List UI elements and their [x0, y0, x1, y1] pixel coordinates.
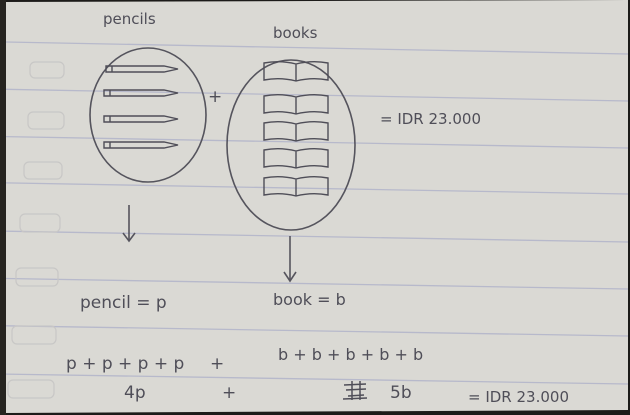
- notebook-page: [3, 0, 628, 413]
- five-b: 5b: [390, 383, 412, 403]
- book-definition: book = b: [273, 290, 346, 309]
- pencils-group: [103, 65, 179, 149]
- book-drawing: [263, 94, 329, 115]
- rule-line: [5, 230, 629, 243]
- pencil-definition: pencil = p: [80, 293, 167, 313]
- total-label-top: = IDR 23.000: [380, 110, 481, 128]
- arrow-down-books: [283, 236, 297, 283]
- pencil-drawing: [103, 141, 179, 149]
- rule-line: [5, 277, 629, 290]
- rule-line: [5, 41, 629, 55]
- rule-line: [5, 325, 629, 337]
- books-oval: [226, 59, 356, 231]
- book-drawing: [263, 121, 329, 142]
- pencils-sum: p + p + p + p: [66, 354, 184, 374]
- arrow-down-pencils: [122, 205, 136, 243]
- plus-sign-top: +: [208, 87, 222, 107]
- pencil-drawing: [103, 89, 179, 97]
- plus-sign-1: +: [210, 354, 224, 374]
- book-drawing: [263, 148, 329, 169]
- total-label-bottom: = IDR 23.000: [468, 388, 569, 406]
- pencil-drawing: [105, 65, 179, 73]
- pencil-drawing: [103, 115, 179, 123]
- rule-line: [5, 182, 629, 195]
- book-drawing: [263, 176, 329, 197]
- pencils-label: pencils: [103, 10, 156, 28]
- plus-sign-2: +: [222, 383, 236, 403]
- books-group: [263, 61, 329, 197]
- margin-boxes: [7, 61, 65, 399]
- books-sum: b + b + b + b + b: [278, 345, 423, 364]
- books-label: books: [273, 24, 318, 42]
- pencils-oval: [89, 47, 207, 183]
- rule-line: [5, 373, 629, 385]
- page-edge: [0, 0, 6, 415]
- book-drawing: [263, 61, 329, 82]
- four-p: 4p: [124, 383, 146, 403]
- rule-line: [5, 135, 629, 149]
- scribble-mark: [342, 381, 368, 400]
